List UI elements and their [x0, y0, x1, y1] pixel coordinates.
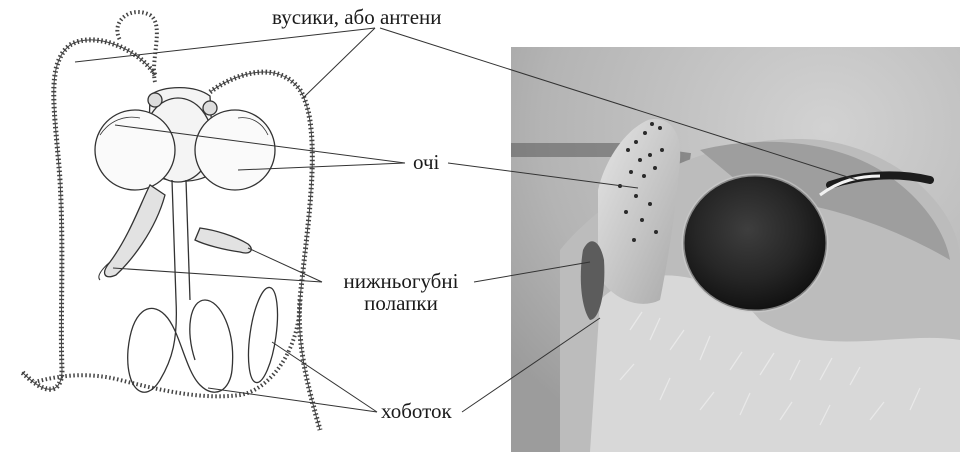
label-palps: нижньогубні полапки: [326, 270, 476, 314]
leader-proboscis-mid: [208, 388, 377, 412]
leader-antennae-left: [75, 28, 375, 62]
leader-palps-left: [113, 268, 322, 282]
moth-head-drawing: [22, 12, 320, 430]
leader-palps-right: [248, 248, 322, 282]
leader-antennae-mid: [303, 28, 375, 98]
label-eyes: очі: [413, 151, 439, 173]
label-proboscis: хоботок: [381, 400, 452, 422]
label-palps-line2: полапки: [326, 292, 476, 314]
leader-proboscis-left: [272, 342, 377, 412]
moth-head-photo: [511, 47, 960, 452]
label-antennae: вусики, або антени: [272, 6, 442, 28]
label-palps-line1: нижньогубні: [326, 270, 476, 292]
